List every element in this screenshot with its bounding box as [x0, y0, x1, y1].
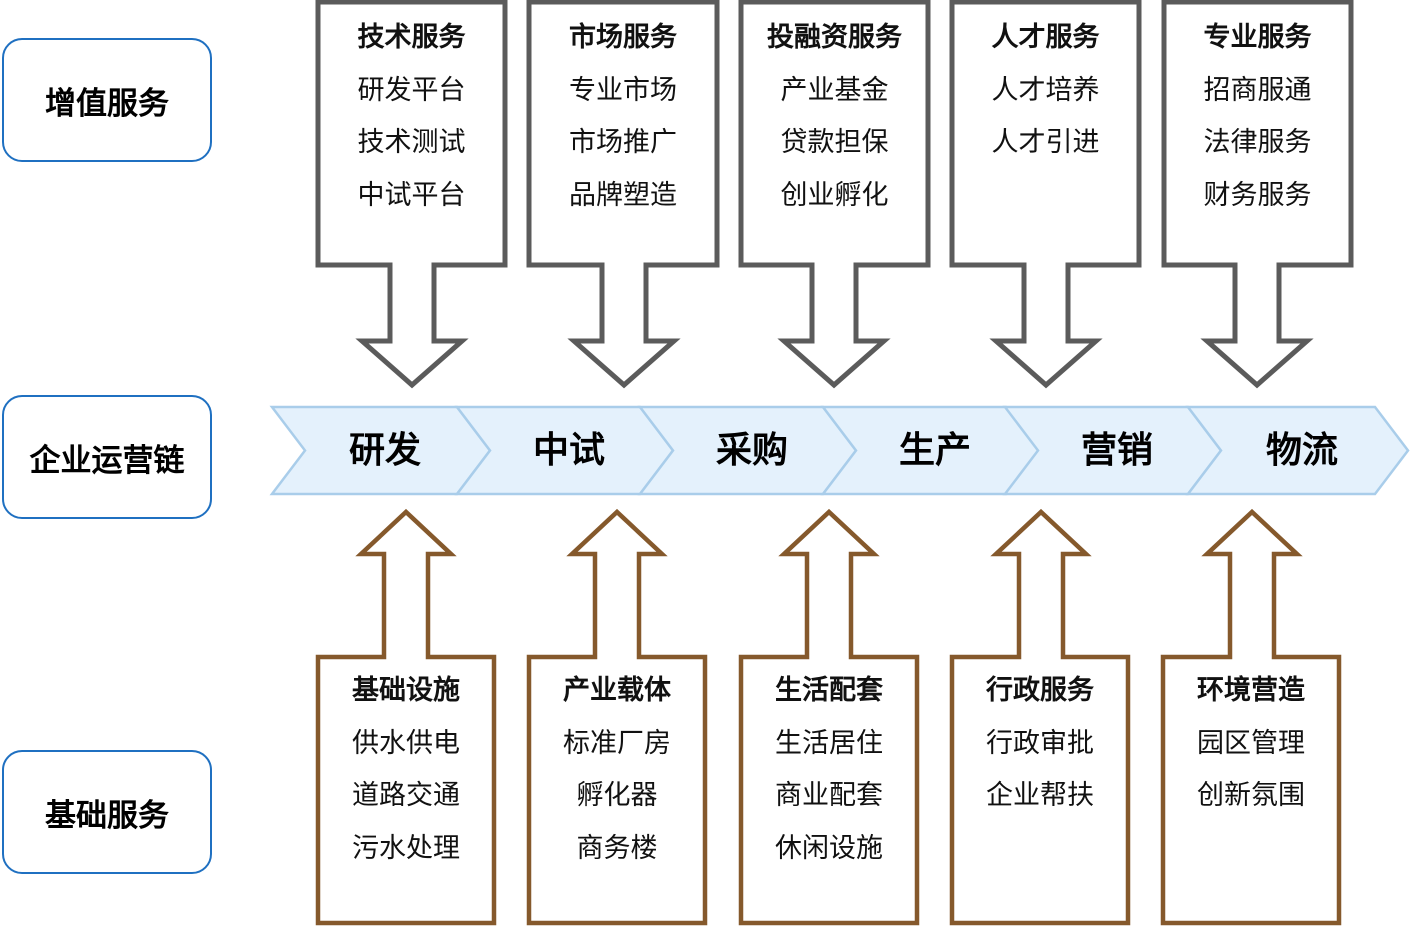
label-enterprise-operation-chain: 企业运营链: [2, 395, 212, 519]
service-item: 商业配套: [775, 780, 883, 811]
value-added-service-group: 专业服务招商服通法律服务财务服务: [1164, 12, 1351, 222]
chain-stage-label: 中试: [532, 430, 605, 471]
label-basic-services: 基础服务: [2, 750, 212, 874]
up-arrow-callout-2: [526, 508, 708, 926]
basic-service-group: 产业载体标准厂房孵化器商务楼: [529, 665, 705, 875]
label-enterprise-operation-chain-text: 企业运营链: [29, 442, 185, 479]
service-item: 园区管理: [1197, 727, 1305, 759]
service-item: 创新氛围: [1197, 780, 1305, 811]
operation-chain-band: [269, 405, 1410, 496]
up-arrow-callout-1: [315, 508, 497, 926]
service-group-title: 投融资服务: [767, 22, 902, 53]
service-item: 供水供电: [352, 727, 460, 759]
service-item: 企业帮扶: [986, 780, 1094, 811]
service-item: 技术测试: [357, 127, 466, 158]
chain-stage-label: 生产: [898, 430, 971, 471]
service-item: 污水处理: [352, 832, 460, 864]
value-added-service-group: 市场服务专业市场市场推广品牌塑造: [529, 12, 717, 222]
down-arrow-callout-1: [315, 0, 508, 389]
basic-service-group: 生活配套生活居住商业配套休闲设施: [741, 665, 917, 875]
value-added-callouts: [315, 0, 1354, 389]
service-item: 贷款担保: [780, 127, 889, 158]
service-item: 人才培养: [991, 74, 1100, 106]
service-group-title: 基础设施: [352, 675, 460, 706]
service-item: 市场推广: [569, 127, 677, 158]
service-item: 生活居住: [775, 727, 883, 759]
down-arrow-callout-4: [949, 0, 1142, 389]
service-item: 标准厂房: [563, 727, 671, 759]
service-group-title: 专业服务: [1203, 22, 1312, 53]
chain-stage-label: 营销: [1080, 430, 1153, 471]
label-basic-services-text: 基础服务: [45, 797, 169, 834]
value-added-service-group: 人才服务人才培养人才引进: [952, 12, 1139, 170]
up-arrow-callout-4: [949, 508, 1131, 926]
chain-chevron-6: [1185, 405, 1410, 496]
service-item: 财务服务: [1203, 179, 1312, 211]
service-item: 商务楼: [576, 832, 658, 864]
service-item: 人才引进: [991, 127, 1100, 158]
basic-service-group: 行政服务行政审批企业帮扶: [952, 665, 1128, 823]
service-group-title: 人才服务: [991, 22, 1100, 53]
service-item: 道路交通: [352, 780, 460, 811]
service-group-title: 生活配套: [775, 675, 883, 706]
basic-service-group: 环境营造园区管理创新氛围: [1163, 665, 1339, 823]
service-group-title: 环境营造: [1197, 675, 1305, 706]
chain-stage-label: 研发: [348, 430, 421, 471]
chain-stage-label: 采购: [715, 430, 788, 471]
service-group-title: 产业载体: [563, 675, 671, 706]
service-item: 招商服通: [1203, 74, 1312, 106]
service-item: 研发平台: [357, 74, 466, 106]
service-item: 孵化器: [576, 780, 658, 811]
service-item: 创业孵化: [780, 179, 889, 211]
up-arrow-callout-5: [1160, 508, 1342, 926]
down-arrow-callout-3: [738, 0, 931, 389]
down-arrow-callout-5: [1161, 0, 1354, 389]
service-item: 品牌塑造: [569, 179, 677, 211]
service-item: 法律服务: [1203, 127, 1312, 158]
service-item: 产业基金: [780, 74, 889, 106]
down-arrow-callout-2: [526, 0, 720, 389]
service-group-title: 市场服务: [569, 22, 677, 53]
chain-stage-label: 物流: [1265, 430, 1338, 471]
service-item: 行政审批: [986, 727, 1094, 759]
service-group-title: 技术服务: [357, 22, 466, 53]
up-arrow-callout-3: [738, 508, 920, 926]
service-group-title: 行政服务: [986, 675, 1094, 706]
service-item: 休闲设施: [775, 832, 883, 864]
service-item: 专业市场: [569, 74, 677, 106]
value-added-service-group: 技术服务研发平台技术测试中试平台: [318, 12, 505, 222]
label-value-added-services-text: 增值服务: [45, 85, 169, 122]
basic-service-callouts: [315, 508, 1342, 926]
basic-service-group: 基础设施供水供电道路交通污水处理: [318, 665, 494, 875]
label-value-added-services: 增值服务: [2, 38, 212, 162]
service-item: 中试平台: [357, 179, 466, 211]
value-added-service-group: 投融资服务产业基金贷款担保创业孵化: [741, 12, 928, 222]
